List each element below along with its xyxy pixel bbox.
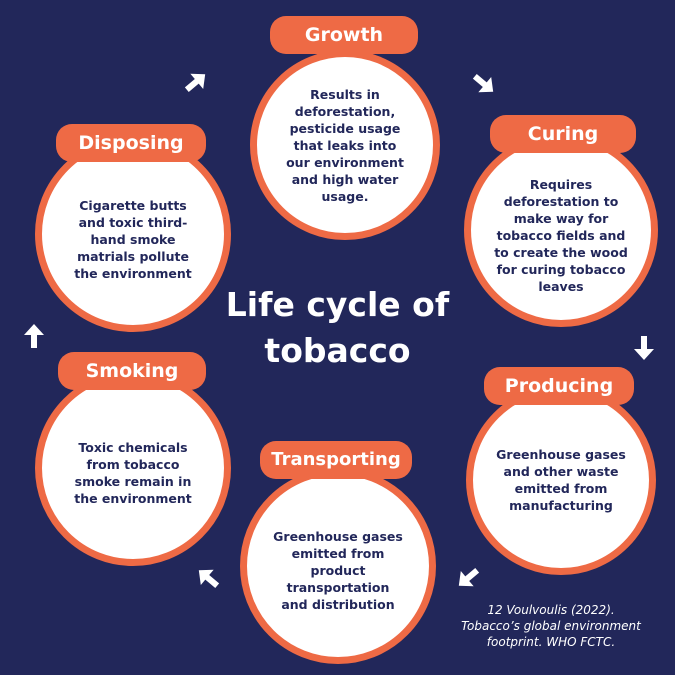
disposing-label: Disposing [56,124,206,162]
arrow-icon [630,334,658,362]
producing-circle: Greenhouse gases and other waste emitted… [466,385,656,575]
smoking-circle: Toxic chemicals from tobacco smoke remai… [35,370,231,566]
growth-circle: Results in deforestation, pesticide usag… [250,50,440,240]
growth-description: Results in deforestation, pesticide usag… [286,86,404,204]
title-line-2: tobacco [264,331,411,370]
arrow-icon [20,322,48,350]
curing-description: Requires deforestation to make way for t… [494,176,628,294]
arrow-icon [464,64,503,103]
transporting-label: Transporting [260,441,412,479]
producing-label: Producing [484,367,634,405]
smoking-label: Smoking [58,352,206,390]
smoking-description: Toxic chemicals from tobacco smoke remai… [74,440,192,506]
disposing-circle: Cigarette butts and toxic third-hand smo… [35,136,231,332]
citation-line-3: footprint. WHO FCTC. [486,635,616,649]
transporting-circle: Greenhouse gases emitted from product tr… [240,468,436,664]
transporting-description: Greenhouse gases emitted from product tr… [273,528,403,612]
diagram-title: Life cycle of tobacco [200,282,475,374]
curing-circle: Requires deforestation to make way for t… [464,133,658,327]
arrow-icon [176,62,215,101]
citation-line-2: Tobacco’s global environment [461,619,641,633]
citation: 12 Voulvoulis (2022). Tobacco’s global e… [440,602,662,650]
citation-line-1: 12 Voulvoulis (2022). [487,603,615,617]
title-line-1: Life cycle of [225,285,450,324]
arrow-icon [448,558,487,597]
producing-description: Greenhouse gases and other waste emitted… [496,447,626,513]
arrow-icon [188,558,227,597]
disposing-description: Cigarette butts and toxic third-hand smo… [74,197,192,281]
growth-label: Growth [270,16,418,54]
curing-label: Curing [490,115,636,153]
